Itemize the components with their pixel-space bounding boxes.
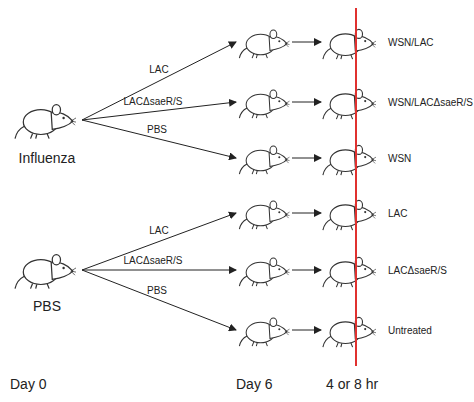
treatment-label: LACΔsaeR/S: [124, 96, 183, 107]
mouse-icon: [322, 140, 376, 176]
arrow-segment: [82, 120, 236, 158]
arrow-segment: [292, 102, 321, 103]
mouse-icon: [322, 252, 376, 288]
timepoint-label: Day 0: [10, 376, 47, 392]
mouse-icon: [239, 258, 289, 286]
mouse-icon: [239, 318, 289, 346]
condition-label: Untreated: [388, 312, 432, 348]
arrow-segment: [292, 42, 321, 43]
mouse-icon: [322, 84, 376, 120]
mouse-group: Untreated: [322, 312, 474, 348]
day6-mice: [239, 30, 289, 346]
condition-label: LAC: [388, 195, 407, 231]
mouse-icon: [322, 195, 376, 231]
mouse-icon: [239, 30, 289, 58]
mouse-group: LAC: [322, 195, 474, 231]
arrow-segment: [292, 330, 321, 331]
arrow-segment: [292, 158, 321, 159]
arrow-segment: [82, 270, 236, 271]
mouse-group: LACΔsaeR/S: [322, 252, 474, 288]
treatment-arrow: [82, 270, 321, 330]
condition-label: LACΔsaeR/S: [388, 252, 447, 288]
arrow-segment: [82, 213, 236, 270]
condition-label: WSN/LAC: [388, 24, 434, 60]
mouse-group: Influenza: [6, 98, 88, 166]
condition-label: WSN: [388, 140, 411, 176]
arrow-segment: [292, 270, 321, 271]
treatment-arrow: [82, 42, 321, 120]
mouse-icon: [322, 24, 376, 60]
timepoint-line: [355, 8, 357, 366]
mouse-group: PBS: [6, 248, 88, 314]
connector-layer: [82, 42, 321, 330]
mouse-group: WSN: [322, 140, 474, 176]
mouse-icon: [322, 312, 376, 348]
treatment-label: LAC: [149, 225, 168, 236]
mouse-icon: [239, 146, 289, 174]
arrow-segment: [82, 270, 236, 330]
mouse-icon: [239, 201, 289, 229]
condition-label: WSN/LACΔsaeR/S: [388, 84, 473, 120]
arrow-segment: [292, 213, 321, 214]
timepoint-label: Day 6: [236, 376, 273, 392]
mouse-icon: [14, 248, 76, 290]
arrow-segment: [82, 42, 236, 120]
mouse-icon: [14, 98, 76, 140]
mouse-group: WSN/LAC: [322, 24, 474, 60]
treatment-label: LAC: [149, 64, 168, 75]
treatment-arrow: [82, 213, 321, 270]
treatment-label: PBS: [147, 285, 167, 296]
treatment-arrow: [82, 120, 321, 158]
timepoint-label: 4 or 8 hr: [326, 376, 378, 392]
group-label: Influenza: [6, 150, 88, 166]
mouse-group: WSN/LACΔsaeR/S: [322, 84, 474, 120]
treatment-label: PBS: [147, 124, 167, 135]
treatment-label: LACΔsaeR/S: [124, 255, 183, 266]
mouse-icon: [239, 90, 289, 118]
group-label: PBS: [6, 298, 88, 314]
